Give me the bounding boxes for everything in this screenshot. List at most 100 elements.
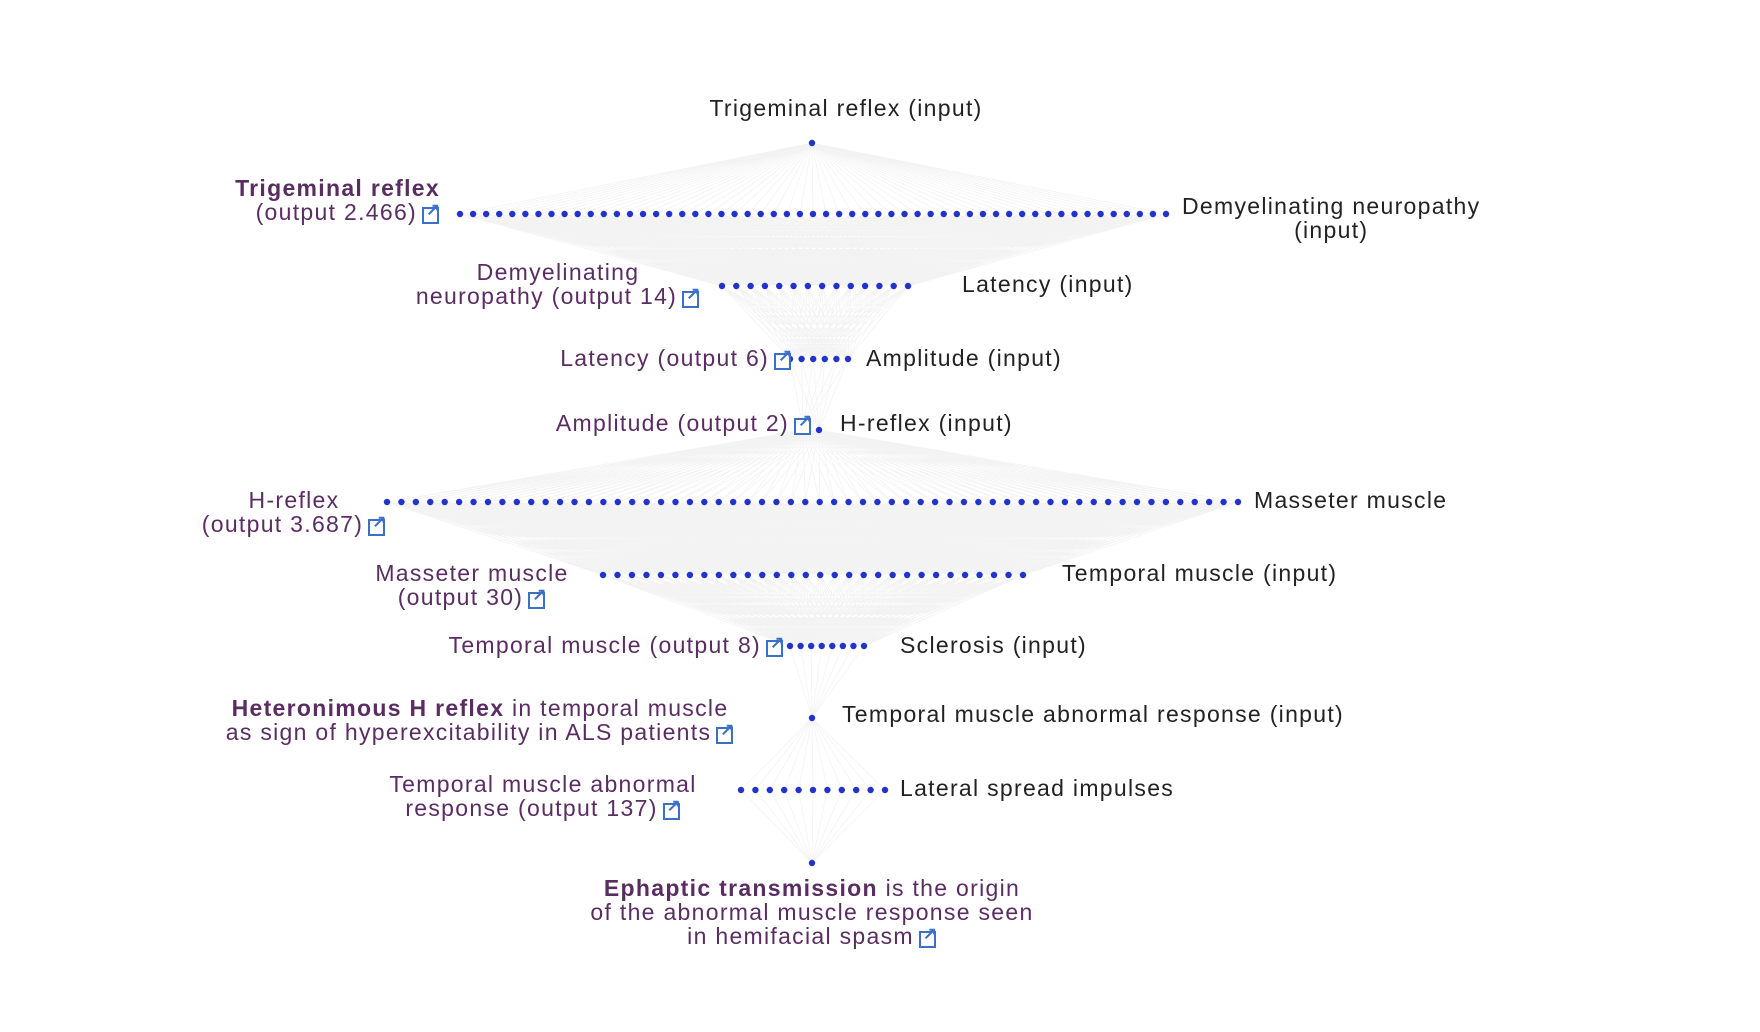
graph-node[interactable] (556, 498, 564, 506)
graph-node[interactable] (747, 282, 754, 290)
graph-node[interactable] (744, 498, 751, 506)
graph-node[interactable] (1045, 210, 1052, 218)
graph-node[interactable] (1084, 210, 1091, 218)
graph-node[interactable] (613, 210, 621, 218)
graph-node[interactable] (989, 498, 996, 506)
external-link-icon[interactable] (421, 198, 442, 224)
external-link-icon[interactable] (662, 794, 682, 820)
external-link-icon[interactable] (681, 282, 702, 308)
graph-node[interactable] (817, 571, 824, 579)
graph-node[interactable] (1136, 210, 1144, 218)
graph-node[interactable] (1220, 498, 1227, 506)
graph-node[interactable] (903, 498, 910, 506)
graph-node[interactable] (599, 571, 607, 579)
output-temporal[interactable]: Temporal muscle (output 8) (449, 631, 786, 657)
graph-node[interactable] (859, 498, 867, 506)
graph-node[interactable] (639, 210, 647, 218)
graph-node[interactable] (888, 210, 895, 218)
graph-node[interactable] (513, 498, 521, 506)
graph-node[interactable] (1018, 210, 1026, 218)
graph-node[interactable] (614, 498, 621, 506)
graph-node[interactable] (733, 282, 740, 290)
graph-node[interactable] (1191, 498, 1198, 506)
graph-node[interactable] (838, 786, 845, 794)
graph-node[interactable] (1018, 498, 1025, 506)
graph-node[interactable] (839, 642, 847, 650)
output-latency[interactable]: Latency (output 6) (560, 344, 794, 370)
graph-node[interactable] (1119, 498, 1126, 506)
graph-node[interactable] (798, 355, 805, 363)
graph-node[interactable] (901, 210, 908, 218)
graph-node[interactable] (679, 210, 686, 218)
graph-node[interactable] (815, 426, 823, 434)
graph-node[interactable] (614, 571, 621, 579)
graph-node[interactable] (802, 571, 809, 579)
graph-node[interactable] (1133, 498, 1141, 506)
graph-node[interactable] (643, 571, 650, 579)
graph-node[interactable] (665, 210, 673, 218)
graph-node[interactable] (874, 498, 881, 506)
graph-node[interactable] (561, 210, 568, 218)
graph-node[interactable] (1090, 498, 1097, 506)
graph-node[interactable] (829, 642, 836, 650)
graph-node[interactable] (672, 498, 679, 506)
graph-node[interactable] (629, 498, 636, 506)
graph-node[interactable] (862, 210, 869, 218)
graph-node[interactable] (797, 642, 804, 650)
graph-node[interactable] (932, 571, 940, 579)
graph-node[interactable] (849, 210, 856, 218)
graph-node[interactable] (456, 210, 464, 218)
graph-node[interactable] (766, 786, 773, 794)
graph-node[interactable] (1104, 498, 1112, 506)
external-link-icon[interactable] (918, 922, 938, 948)
graph-node[interactable] (845, 498, 852, 506)
graph-node[interactable] (1019, 571, 1027, 579)
graph-node[interactable] (810, 355, 817, 363)
graph-node[interactable] (874, 571, 882, 579)
graph-node[interactable] (940, 210, 947, 218)
graph-node[interactable] (730, 571, 737, 579)
graph-node[interactable] (652, 210, 660, 218)
graph-node[interactable] (587, 210, 594, 218)
graph-node[interactable] (484, 498, 492, 506)
graph-node[interactable] (692, 210, 699, 218)
graph-node[interactable] (1071, 210, 1078, 218)
graph-node[interactable] (846, 571, 853, 579)
graph-node[interactable] (927, 210, 934, 218)
external-link-icon[interactable] (773, 344, 794, 370)
output-hreflex[interactable]: H-reflex(output 3.687) (190, 488, 398, 536)
graph-node[interactable] (770, 210, 777, 218)
graph-node[interactable] (802, 498, 809, 506)
graph-node[interactable] (890, 282, 897, 290)
graph-node[interactable] (888, 498, 896, 506)
graph-node[interactable] (861, 282, 869, 290)
external-link-icon[interactable] (765, 631, 786, 657)
graph-node[interactable] (643, 498, 650, 506)
graph-node[interactable] (787, 498, 795, 506)
graph-node[interactable] (831, 571, 838, 579)
graph-node[interactable] (1032, 210, 1039, 218)
graph-node[interactable] (833, 282, 840, 290)
graph-node[interactable] (1162, 210, 1170, 218)
graph-node[interactable] (542, 498, 549, 506)
graph-node[interactable] (867, 786, 874, 794)
graph-node[interactable] (953, 210, 961, 218)
graph-node[interactable] (737, 786, 745, 794)
graph-node[interactable] (830, 498, 838, 506)
graph-node[interactable] (881, 786, 889, 794)
graph-node[interactable] (1149, 210, 1157, 218)
graph-node[interactable] (1032, 498, 1040, 506)
graph-node[interactable] (860, 571, 867, 579)
graph-node[interactable] (903, 571, 911, 579)
graph-node[interactable] (628, 571, 636, 579)
graph-node[interactable] (548, 210, 555, 218)
graph-node[interactable] (773, 498, 780, 506)
graph-node[interactable] (1004, 498, 1011, 506)
graph-node[interactable] (818, 642, 825, 650)
graph-node[interactable] (1162, 498, 1170, 506)
graph-node[interactable] (917, 498, 924, 506)
graph-node[interactable] (600, 210, 608, 218)
graph-node[interactable] (705, 210, 712, 218)
